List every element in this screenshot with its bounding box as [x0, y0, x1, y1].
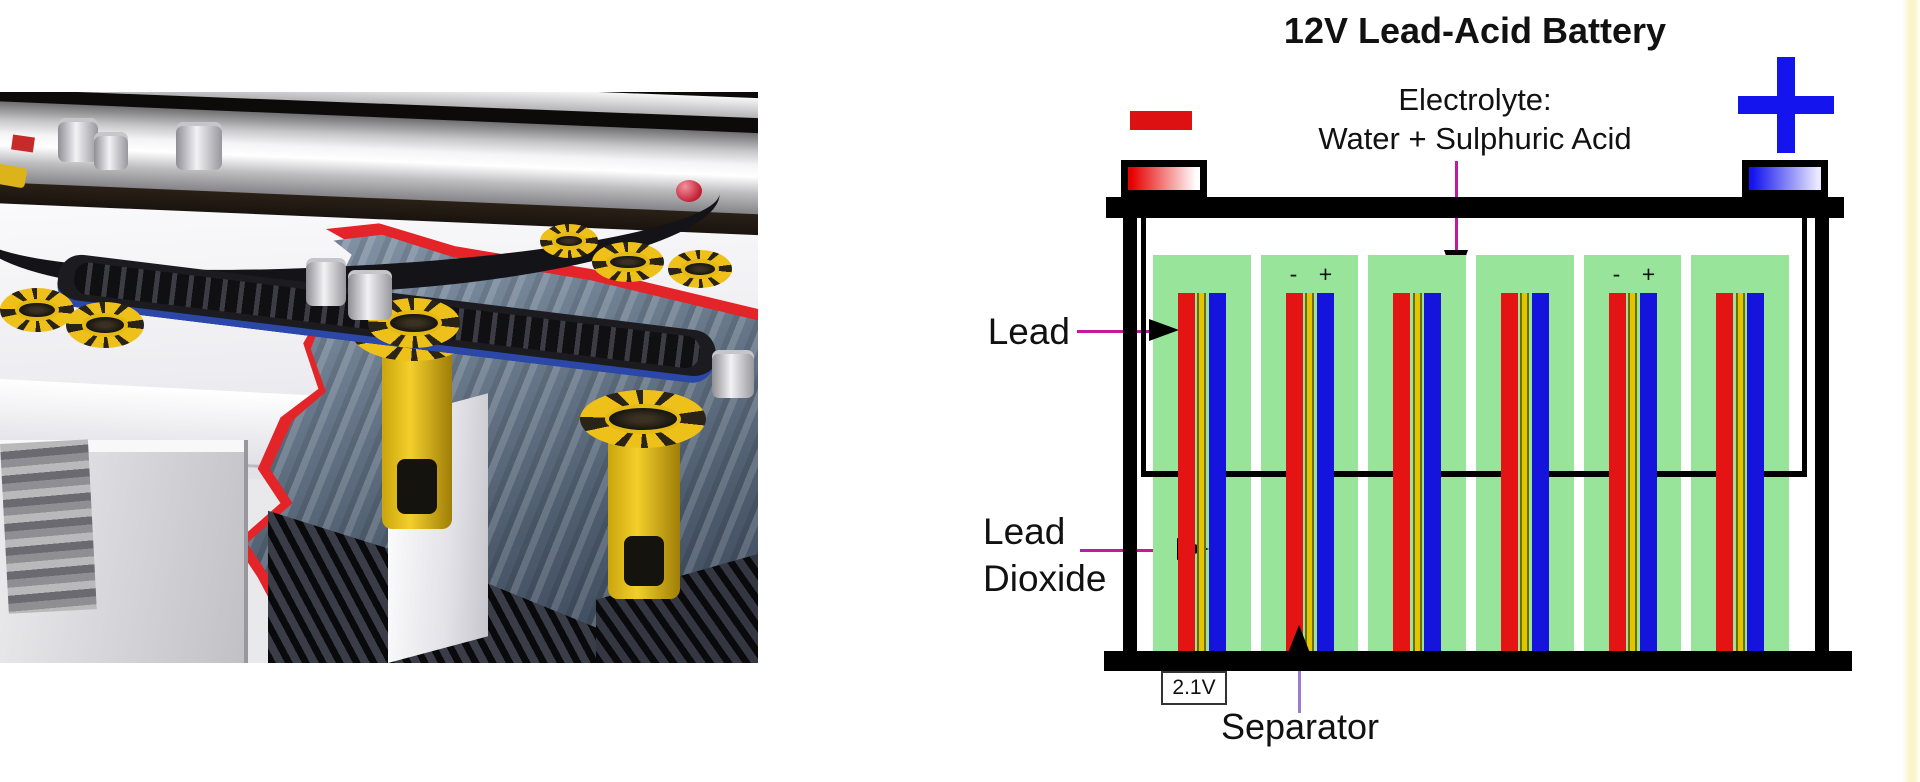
- photo-vent-tube: [608, 434, 680, 599]
- battery-cell-3: [1368, 255, 1467, 651]
- photo-battery-side-ribs: [0, 439, 97, 614]
- battery-case-bottom: [1104, 651, 1852, 671]
- negative-terminal-minus-icon: [1130, 111, 1192, 130]
- lead-plate: [1285, 293, 1303, 651]
- negative-terminal: [1121, 160, 1207, 197]
- separator-arrow-icon: [1288, 625, 1310, 653]
- photo-red-connector: [11, 134, 35, 153]
- lead-label: Lead: [987, 311, 1070, 352]
- photo-chrome-post: [348, 274, 392, 320]
- battery-cell-4: [1476, 255, 1574, 651]
- lead-plate: [1393, 293, 1411, 651]
- battery-case-top: [1106, 197, 1844, 218]
- separator-plate: [1412, 293, 1422, 651]
- photo-vent-tube: [382, 344, 452, 529]
- lead-dioxide-plate: [1316, 293, 1334, 651]
- separator-plate: [1735, 293, 1745, 651]
- internal-conductor-left: [1141, 218, 1146, 477]
- battery-bank-photo: [0, 92, 758, 663]
- lead-plate: [1500, 293, 1518, 651]
- cell-plus-label: +: [1318, 261, 1333, 287]
- separator-plate: [1520, 293, 1530, 651]
- lead-dioxide-label-line2: Dioxide: [983, 558, 1107, 599]
- separator-label: Separator: [1220, 706, 1380, 747]
- photo-vent-cap: [0, 281, 81, 339]
- battery-cell-6: [1691, 255, 1790, 651]
- positive-terminal: [1742, 160, 1828, 197]
- diagram-title: 12V Lead-Acid Battery: [1283, 10, 1667, 51]
- lead-dioxide-label: Lead Dioxide: [983, 508, 1223, 602]
- photo-vent-cap: [58, 295, 152, 355]
- lead-pointer-line: [1077, 330, 1149, 333]
- photo-yellow-connector: [0, 163, 28, 189]
- electrolyte-label-line1: Electrolyte:: [1398, 82, 1552, 117]
- photo-vent-cap: [534, 219, 604, 263]
- cells-row: -+-+: [1146, 255, 1796, 651]
- lead-dioxide-label-line1: Lead: [983, 511, 1066, 552]
- battery-cell-5: -+: [1583, 255, 1682, 651]
- separator-plate: [1628, 293, 1638, 651]
- photo-vent-cap: [568, 381, 718, 457]
- lead-dioxide-plate: [1639, 293, 1657, 651]
- lead-plate: [1716, 293, 1734, 651]
- lead-plate: [1608, 293, 1626, 651]
- cell-minus-label: -: [1612, 261, 1621, 287]
- separator-plate: [1197, 293, 1207, 651]
- photo-vent-cap: [662, 244, 738, 294]
- lead-dioxide-plate: [1208, 293, 1226, 651]
- photo-chrome-post: [306, 262, 346, 306]
- series-connector-line: [1141, 471, 1807, 477]
- photo-vent-cap: [585, 236, 671, 288]
- battery-case-left-wall: [1123, 218, 1137, 653]
- separator-plate: [1305, 293, 1314, 651]
- cell-plus-label: +: [1641, 261, 1656, 287]
- photo-chrome-post: [58, 122, 98, 162]
- lead-arrow-icon: [1149, 319, 1179, 341]
- lead-dioxide-plate: [1747, 293, 1765, 651]
- internal-conductor-right: [1802, 218, 1807, 477]
- cell-voltage-badge: 2.1V: [1161, 671, 1227, 705]
- cell-minus-label: -: [1289, 261, 1298, 287]
- lead-dioxide-plate: [1531, 293, 1549, 651]
- photo-chrome-post: [94, 136, 128, 170]
- positive-terminal-plus-icon: [1738, 96, 1834, 114]
- separator-pointer-line: [1298, 671, 1301, 713]
- battery-case-right-wall: [1815, 218, 1829, 653]
- page-edge-stripe: [1902, 0, 1920, 782]
- electrolyte-label: Electrolyte: Water + Sulphuric Acid: [1107, 80, 1843, 158]
- electrolyte-label-line2: Water + Sulphuric Acid: [1318, 121, 1632, 156]
- lead-plate: [1177, 293, 1195, 651]
- battery-cell-2: -+: [1260, 255, 1359, 651]
- photo-cable-red-tip: [676, 180, 702, 202]
- lead-dioxide-plate: [1424, 293, 1442, 651]
- photo-chrome-post: [176, 126, 222, 170]
- photo-chrome-post: [712, 354, 754, 398]
